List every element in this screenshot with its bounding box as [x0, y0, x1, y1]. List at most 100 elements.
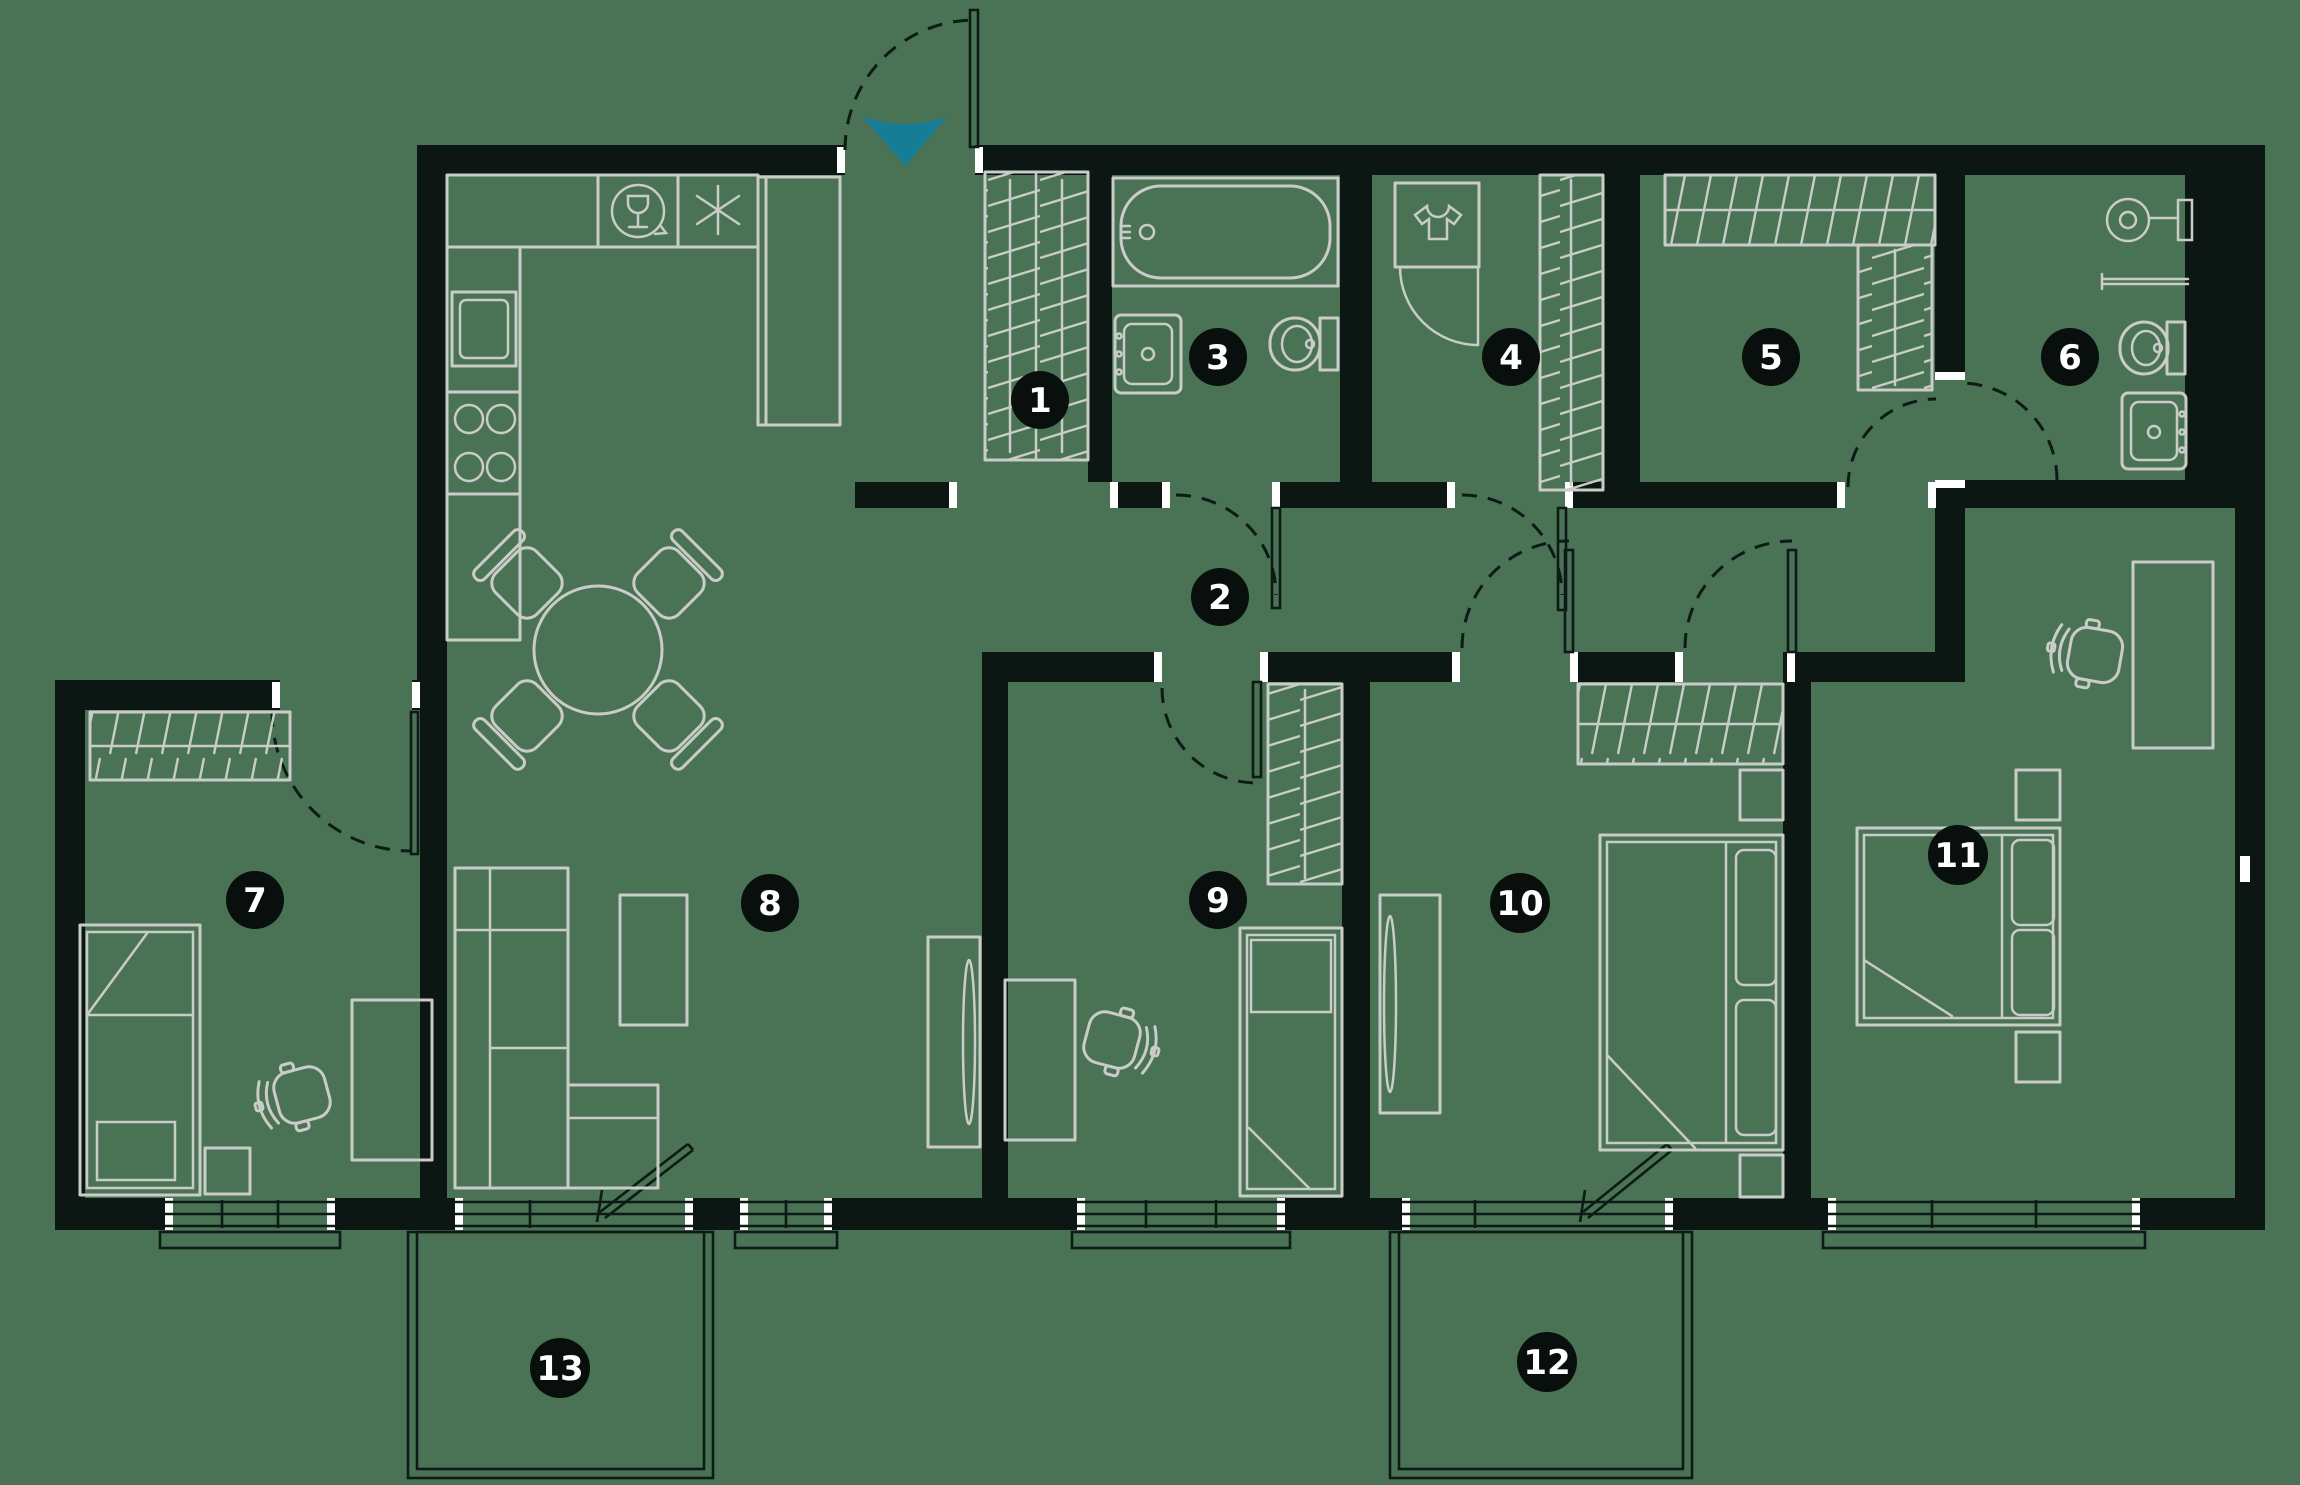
svg-text:4: 4: [1499, 338, 1523, 378]
room-badge-4: 4: [1482, 328, 1540, 386]
door9-arc: [1160, 687, 1258, 785]
wall-corridor-bottom-c: [1570, 652, 1683, 682]
shower-shelf: [2100, 272, 2190, 291]
wall-divider-10-11: [1783, 652, 1811, 1198]
svg-text:8: 8: [758, 884, 782, 924]
nightstand-11b: [2014, 1030, 2062, 1084]
door10-arc: [1460, 539, 1570, 649]
entry-door-arc: [843, 18, 976, 151]
closet-room4: [1538, 173, 1605, 492]
door11-arc: [1683, 539, 1793, 649]
room-badge-11: 11: [1928, 825, 1988, 885]
nightstand-11a: [2014, 768, 2062, 822]
closet-room5-right: [1856, 243, 1934, 392]
windows: [158, 1142, 2147, 1250]
door7-leaf: [409, 710, 420, 856]
laundry-room: [1393, 173, 1605, 492]
balcony-door-room10: [1578, 1142, 1673, 1223]
svg-text:3: 3: [1206, 338, 1230, 378]
sill-room7: [158, 1230, 342, 1250]
bed-single-7: [78, 923, 202, 1197]
svg-text:5: 5: [1759, 338, 1783, 378]
office-chair-7: [245, 1053, 338, 1142]
room-badge-12: 12: [1517, 1332, 1577, 1392]
balcony-12-inner: [1397, 1230, 1685, 1471]
door4-arc: [1461, 493, 1564, 596]
wall-leftwing-top-a: [55, 680, 280, 710]
svg-text:10: 10: [1496, 884, 1543, 924]
toilet: [1268, 316, 1340, 372]
bed-double-10: [1598, 833, 1785, 1152]
shower-head-icon: [2105, 197, 2194, 243]
wall-top-kitchen: [417, 145, 845, 175]
svg-text:13: 13: [536, 1349, 583, 1389]
window-room8b: [740, 1200, 832, 1228]
wall-top-main: [975, 145, 2265, 175]
wall-divider-9-10: [1342, 682, 1370, 1198]
door5-arc: [1846, 397, 1937, 488]
shower-room: [2100, 197, 2194, 471]
desk-7: [350, 998, 434, 1162]
balcony-13-inner: [415, 1230, 706, 1471]
balconies: [406, 1230, 1694, 1480]
room-badge-10: 10: [1490, 873, 1550, 933]
wall-corridor-bottom-a: [982, 652, 1162, 682]
wall-corridor-bottom-d: [1795, 652, 1935, 682]
wall-room5-right-upper: [1935, 175, 1965, 380]
sink-6: [2120, 391, 2188, 471]
bathroom-3: [1111, 176, 1340, 395]
tv-bench-living: [926, 935, 982, 1149]
svg-text:9: 9: [1206, 881, 1230, 921]
door3-leaf: [1270, 506, 1282, 610]
door10-leaf: [1563, 548, 1575, 654]
window-room9: [1077, 1200, 1285, 1228]
sill-room8b: [733, 1230, 839, 1250]
wall-corridor-bottom-b: [1260, 652, 1460, 682]
pier: [832, 1198, 1077, 1230]
pier: [55, 1198, 165, 1230]
kitchen-tall-unit: [756, 175, 842, 427]
room-badge-9: 9: [1189, 871, 1247, 929]
svg-text:1: 1: [1028, 381, 1052, 421]
dining-chair: [469, 670, 573, 774]
freezer-snowflake-icon: [695, 184, 741, 236]
toilet-6: [2118, 320, 2187, 376]
door7-arc: [270, 711, 412, 853]
bedroom-7: [78, 710, 434, 1197]
kitchen-sink: [450, 290, 518, 368]
tv-bench-10: [1378, 893, 1442, 1115]
wall-room5-right-lower: [1935, 480, 1965, 682]
room-badge-8: 8: [741, 874, 799, 932]
door6-arc: [1959, 381, 2059, 481]
desk-11: [2131, 560, 2215, 750]
balcony-door-room8: [595, 1142, 694, 1223]
dining-chair: [623, 525, 727, 629]
dining-table: [532, 584, 664, 716]
kitchen-stove: [445, 390, 522, 496]
room-badge-3: 3: [1189, 328, 1247, 386]
office-chair-11: [2040, 611, 2129, 695]
svg-text:7: 7: [243, 881, 267, 921]
bedroom-9: [1003, 682, 1344, 1198]
sill-room11: [1821, 1230, 2147, 1250]
coffee-table: [618, 893, 689, 1027]
kitchen: [445, 173, 842, 642]
room-badge-7: 7: [226, 871, 284, 929]
nightstand-10a: [1738, 768, 1785, 822]
pier: [1673, 1198, 1828, 1230]
sofa: [453, 866, 660, 1190]
office-chair-9: [1076, 998, 1169, 1087]
nightstand-7: [203, 1146, 252, 1196]
svg-text:6: 6: [2058, 338, 2082, 378]
wall-corridor-top-b: [1110, 482, 1170, 508]
dishwasher-wineglass-icon: [610, 183, 669, 239]
svg-text:12: 12: [1523, 1343, 1570, 1383]
closet-room9: [1266, 682, 1344, 886]
dining-chair: [623, 670, 727, 774]
doors: [270, 8, 2059, 856]
wall-corridor-top-c: [1280, 482, 1455, 508]
room-badge-2: 2: [1191, 568, 1249, 626]
room-badge-13: 13: [530, 1338, 590, 1398]
wall-bath3-left: [1088, 175, 1112, 482]
